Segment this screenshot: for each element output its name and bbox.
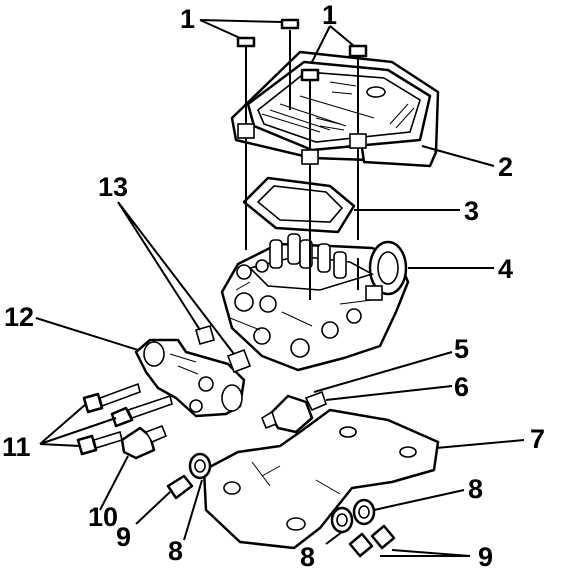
callout-2: 2 [498, 152, 513, 182]
callout-8a: 8 [468, 474, 483, 504]
grommets-part-8 [188, 452, 376, 534]
callout-13: 13 [98, 172, 128, 202]
callout-1b: 1 [322, 0, 337, 30]
callout-4: 4 [498, 254, 513, 284]
callout-11: 11 [2, 432, 31, 462]
hydraulic-body-part-4 [220, 233, 410, 372]
callout-9b: 9 [116, 522, 131, 552]
sensor-part-6 [261, 390, 327, 434]
callout-9a: 9 [478, 542, 493, 572]
nuts-part-9 [166, 474, 396, 558]
leader-lines [35, 19, 525, 557]
callout-8c: 8 [168, 536, 183, 566]
callout-labels: 1 1 2 3 4 5 6 7 8 8 8 9 9 10 11 12 13 [2, 0, 545, 572]
valve-block-part-12 [134, 338, 246, 418]
callout-1a: 1 [180, 4, 195, 34]
callout-8b: 8 [300, 542, 315, 572]
plugs-part-13 [195, 325, 252, 374]
callout-10: 10 [88, 502, 118, 532]
switch-part-10 [120, 424, 168, 460]
callout-7: 7 [530, 424, 545, 454]
callout-12: 12 [4, 302, 34, 332]
gasket-part-3 [242, 176, 356, 234]
cover-part-2 [230, 50, 440, 168]
bracket-part-7 [202, 408, 440, 550]
callout-6: 6 [454, 372, 469, 402]
bolts-part-11 [76, 382, 173, 456]
callout-3: 3 [464, 196, 479, 226]
callout-5: 5 [454, 334, 469, 364]
